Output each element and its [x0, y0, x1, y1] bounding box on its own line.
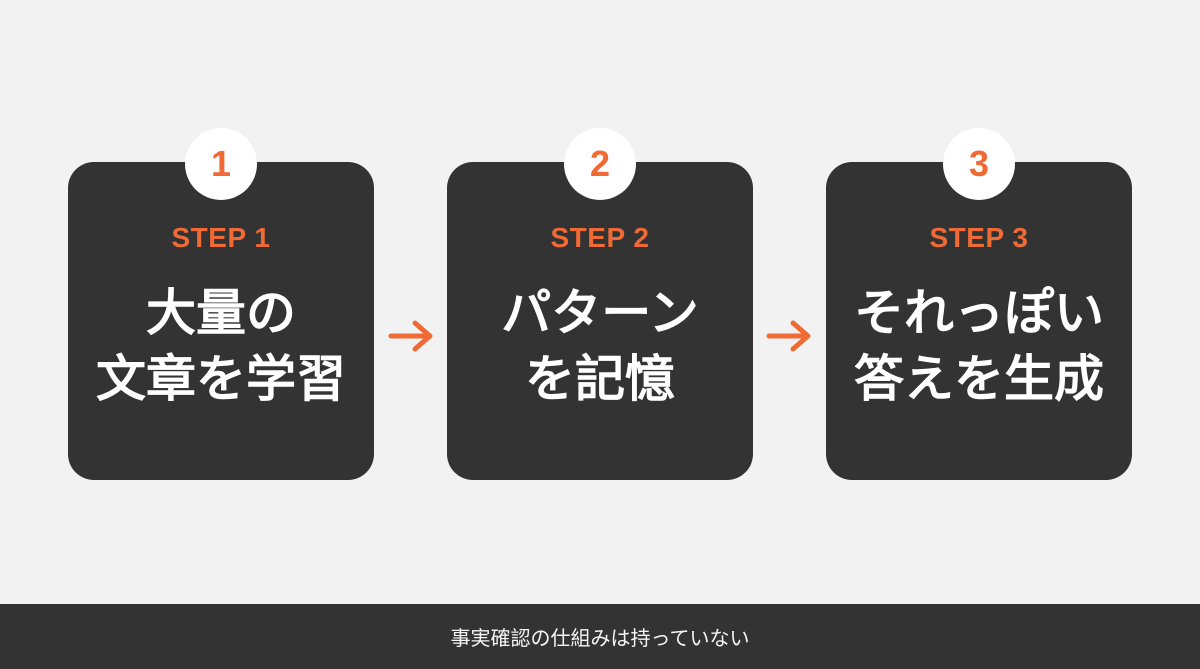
step-title-line: それっぽい	[854, 284, 1104, 342]
step-title-line: 大量の	[146, 284, 296, 342]
arrow-right-icon	[766, 320, 811, 352]
step-title-line: 文章を学習	[96, 350, 346, 408]
step-card-3: 3 STEP 3 それっぽい 答えを生成	[826, 128, 1132, 480]
step-number-badge: 3	[943, 128, 1015, 200]
arrow-right-icon	[388, 320, 433, 352]
step-title: それっぽい 答えを生成	[826, 280, 1132, 412]
footer-caption-bar: 事実確認の仕組みは持っていない	[0, 604, 1200, 669]
step-title: 大量の 文章を学習	[68, 280, 374, 412]
step-title-line: パターン	[501, 284, 699, 342]
step-title-line: 答えを生成	[854, 350, 1104, 408]
step-label: STEP 3	[929, 222, 1029, 253]
step-title-line: を記憶	[525, 350, 675, 408]
step-label: STEP 2	[550, 222, 650, 253]
step-title: パターン を記憶	[447, 280, 753, 412]
step-number-badge: 1	[185, 128, 257, 200]
step-card-1: 1 STEP 1 大量の 文章を学習	[68, 128, 374, 480]
step-number-badge: 2	[564, 128, 636, 200]
footer-caption: 事実確認の仕組みは持っていない	[450, 626, 750, 650]
step-label: STEP 1	[171, 222, 271, 253]
step-card-2: 2 STEP 2 パターン を記憶	[447, 128, 753, 480]
